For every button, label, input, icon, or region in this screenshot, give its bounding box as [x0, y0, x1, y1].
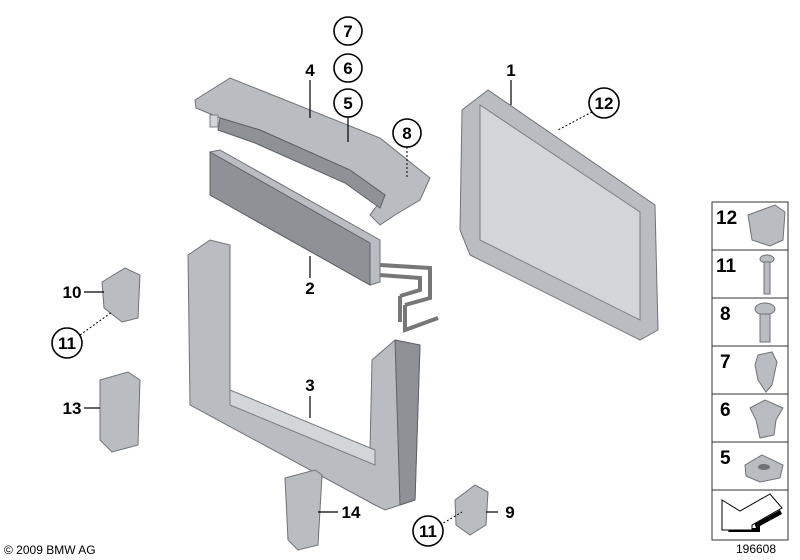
callout-8: 8: [392, 118, 422, 148]
callout-14: 14: [342, 503, 361, 522]
callout-6: 6: [333, 53, 363, 83]
copyright: © 2009 BMW AG: [4, 543, 96, 557]
callout-10: 10: [63, 283, 82, 302]
callout-5: 5: [333, 88, 363, 118]
image-number: 196608: [736, 542, 776, 556]
svg-text:6: 6: [720, 400, 731, 421]
svg-text:5: 5: [720, 448, 731, 469]
clip-icon: [747, 204, 786, 247]
part-3-frame[interactable]: [187, 239, 421, 511]
callout-12: 12: [588, 87, 620, 119]
part-1-radiator[interactable]: [459, 89, 659, 341]
svg-text:6: 6: [343, 59, 352, 78]
grommet-nut-icon: [749, 399, 784, 439]
bolt-icon: [754, 302, 776, 343]
callout-11: 11: [51, 327, 83, 359]
svg-text:11: 11: [419, 522, 437, 541]
svg-text:8: 8: [720, 304, 731, 325]
svg-text:7: 7: [720, 352, 731, 373]
svg-text:12: 12: [595, 94, 614, 113]
callout-9: 9: [505, 503, 514, 522]
svg-text:7: 7: [343, 22, 352, 41]
callout-3: 3: [305, 376, 314, 395]
part-13-bracket[interactable]: [99, 371, 141, 453]
direction-arrow-icon: [721, 493, 783, 532]
parts-legend: 12 11 8 7 6 5: [711, 201, 789, 541]
callout-2: 2: [305, 279, 314, 298]
screw-icon: [759, 254, 775, 295]
expansion-nut-icon: [754, 351, 778, 393]
callout-7: 7: [333, 16, 363, 46]
svg-text:5: 5: [343, 94, 352, 113]
part-9-bracket[interactable]: [454, 484, 489, 536]
svg-text:11: 11: [58, 334, 76, 353]
part-10-bracket[interactable]: [101, 267, 141, 323]
callout-4: 4: [305, 61, 315, 80]
svg-text:8: 8: [402, 124, 411, 143]
callout-1: 1: [506, 61, 515, 80]
part-14-duct[interactable]: [284, 469, 323, 551]
callout-11b: 11: [412, 515, 444, 547]
washer-icon: [744, 454, 784, 483]
svg-text:11: 11: [716, 256, 737, 277]
part-4-upper-carrier[interactable]: [194, 77, 431, 226]
callout-13: 13: [63, 399, 82, 418]
part-2-cooler[interactable]: [209, 149, 439, 333]
svg-text:12: 12: [716, 208, 737, 229]
